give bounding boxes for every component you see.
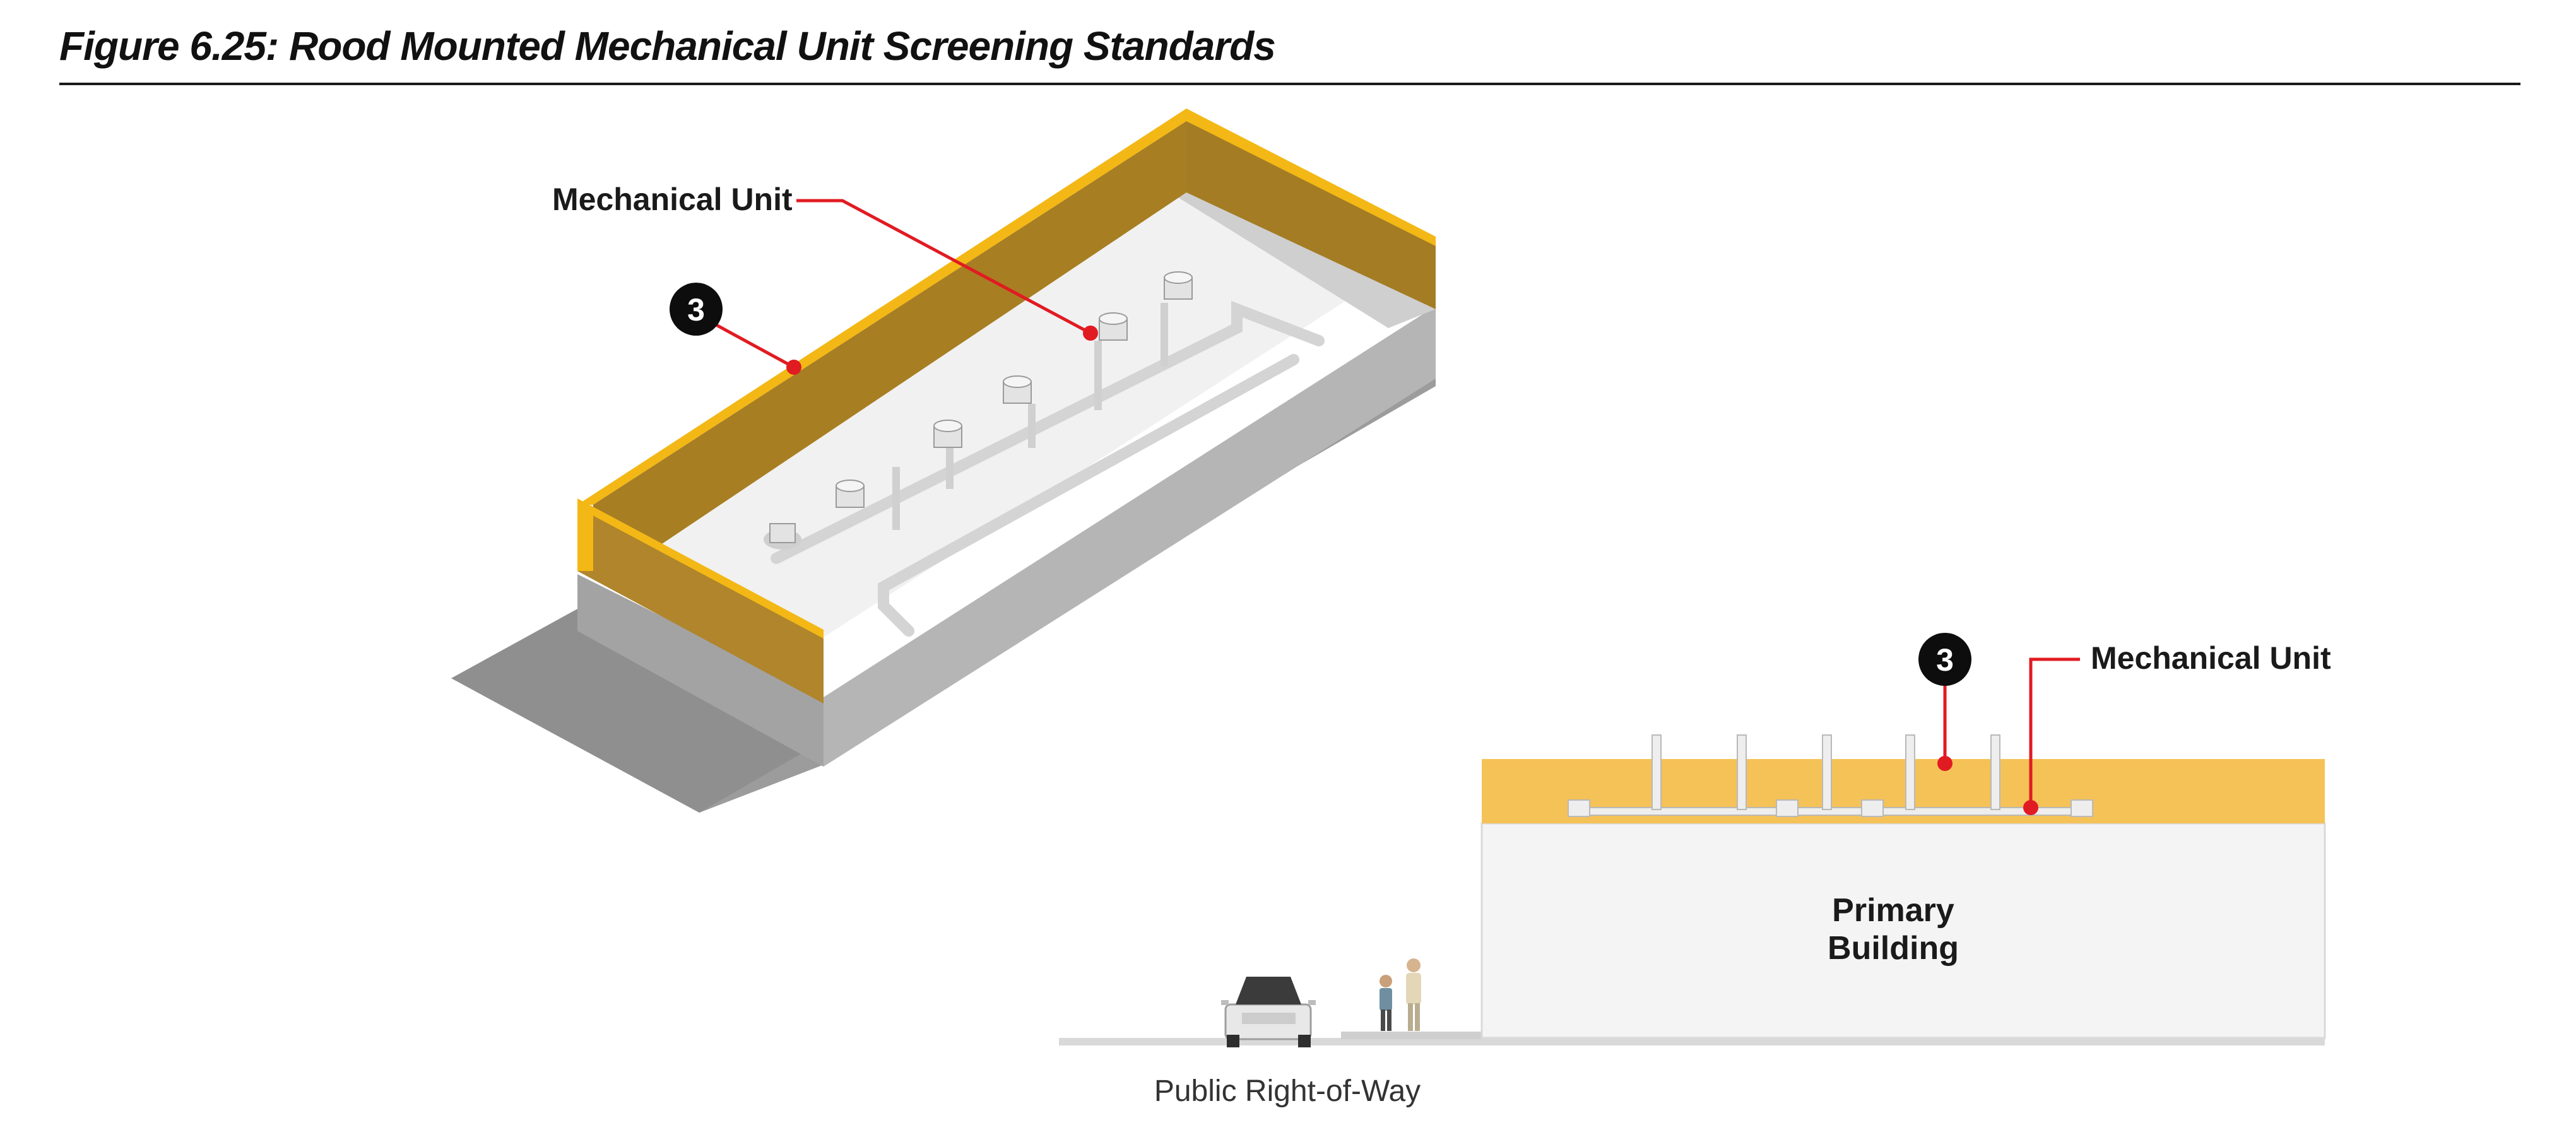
elevation-mechanical-unit-dot: [2023, 800, 2038, 815]
iso-parapet-front-left-top: [577, 498, 824, 639]
iso-parapet-top-left: [577, 109, 1186, 505]
building-label-line2: Building: [1828, 930, 1959, 967]
iso-unit-2: [836, 480, 865, 508]
car-illustration: [1221, 977, 1316, 1047]
iso-pipe-main: [771, 300, 1325, 564]
elevation-stack-2: [1737, 734, 1747, 810]
elevation-unit-1: [1568, 799, 1590, 817]
elevation-unit-4: [2071, 799, 2093, 817]
elevation-screen-callout: 3: [1918, 633, 1971, 771]
elevation-view: Primary Building 3 Mechanical Unit: [1059, 633, 2331, 1108]
iso-roof: [577, 109, 1436, 637]
iso-callout-number: 3: [687, 292, 705, 327]
iso-parapet-right-inner: [1186, 121, 1436, 309]
iso-mechanical-unit-dot: [1083, 326, 1098, 341]
iso-unit-5: [1099, 312, 1128, 341]
elevation-stack-1: [1651, 734, 1662, 810]
elevation-stack-5: [1990, 734, 2000, 810]
elevation-screen-dot: [1937, 756, 1953, 771]
iso-unit-3: [933, 420, 962, 448]
isometric-view: Mechanical Unit 3: [451, 109, 1436, 813]
title-rule: [59, 83, 2520, 85]
primary-building: [1480, 822, 2326, 1039]
iso-unit-4: [1003, 375, 1032, 404]
iso-unit-6: [1164, 271, 1193, 300]
elevation-mechanical-unit-leader: [2029, 657, 2080, 808]
iso-mechanical-unit-label: Mechanical Unit: [552, 182, 793, 217]
elevation-unit-3: [1861, 799, 1884, 817]
iso-mechanical-units: [764, 271, 1193, 550]
sidewalk-curb: [1341, 1032, 1483, 1039]
elevation-stack-4: [1905, 734, 1915, 810]
iso-parapet-front-left-face: [577, 507, 593, 571]
elevation-callout-number: 3: [1936, 642, 1954, 678]
iso-mechanical-unit-callout: Mechanical Unit: [552, 182, 1098, 341]
iso-building-left-wall: [577, 574, 824, 767]
iso-piping: [771, 300, 1325, 637]
elevation-callout-badge: [1918, 633, 1971, 686]
iso-parapet-front-left: [577, 505, 824, 703]
iso-building-right-wall: [824, 306, 1436, 767]
iso-stacks: [892, 303, 1168, 530]
figure-title: Figure 6.25: Rood Mounted Mechanical Uni…: [59, 23, 1276, 69]
elevation-equipment: [1568, 734, 2093, 817]
elevation-stack-3: [1822, 734, 1832, 810]
iso-mechanical-unit-leader: [796, 199, 1092, 335]
iso-pipe-loop: [878, 354, 1299, 637]
iso-screen-callout: 3: [670, 283, 801, 375]
iso-ground-shadow: [451, 609, 824, 813]
iso-unit-1: [764, 523, 801, 550]
iso-callout-badge: [670, 283, 723, 336]
iso-parapet-top-right: [1186, 109, 1436, 246]
elevation-unit-2: [1776, 799, 1799, 817]
iso-inner-shade: [1155, 183, 1436, 328]
pedestrians-illustration: [1380, 958, 1421, 1031]
iso-parapet-back-inner: [593, 121, 1186, 548]
building-label-line1: Primary: [1832, 892, 1954, 929]
elevation-mechanical-unit-label: Mechanical Unit: [2091, 640, 2331, 676]
iso-screen-leader: [715, 323, 795, 369]
public-right-of-way-label: Public Right-of-Way: [1154, 1074, 1421, 1108]
ground-line: [1059, 1038, 2325, 1045]
iso-screen-dot: [786, 360, 801, 375]
elevation-mechanical-unit-callout: Mechanical Unit: [2023, 640, 2331, 815]
